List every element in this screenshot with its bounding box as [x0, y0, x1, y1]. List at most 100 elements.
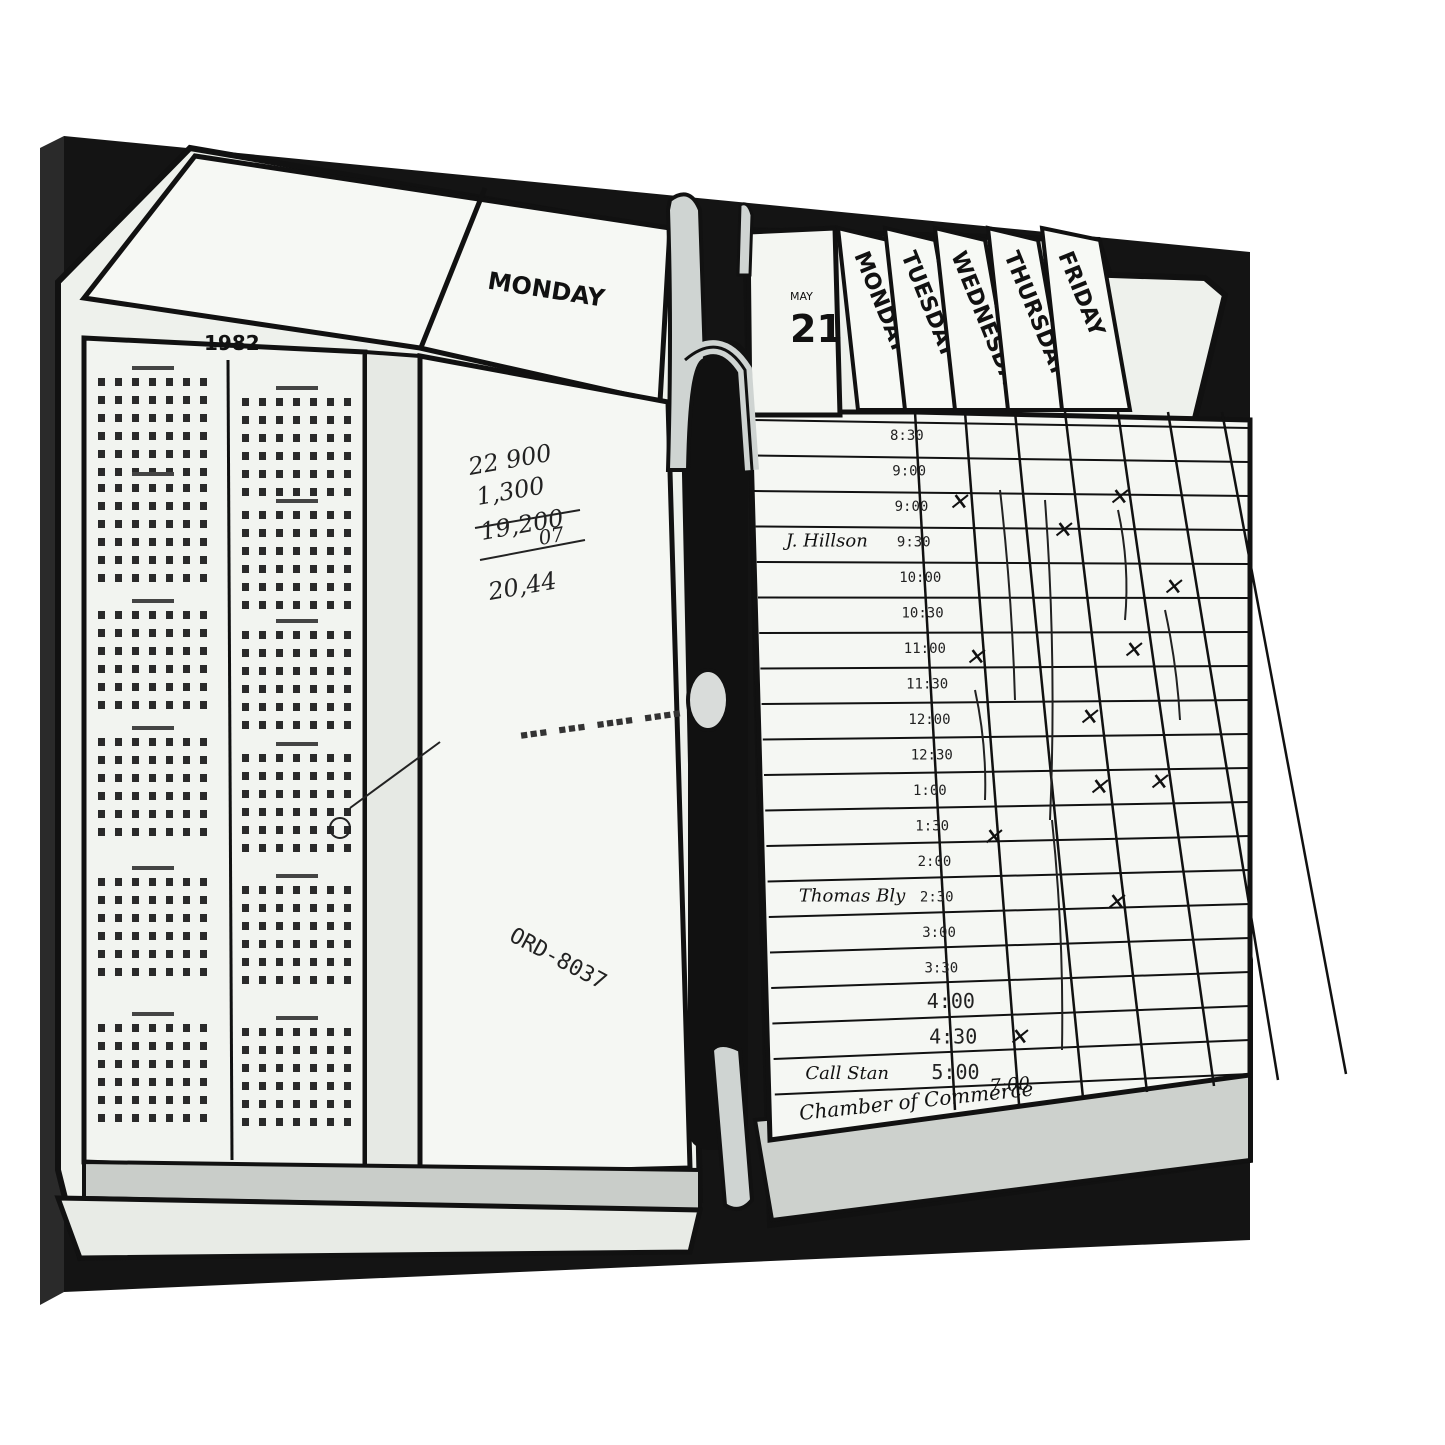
day-mark: [149, 396, 156, 404]
day-mark: [293, 470, 300, 478]
day-mark: [149, 1042, 156, 1050]
day-mark: [98, 774, 105, 782]
day-mark: [276, 703, 283, 711]
time-label: 8:30: [890, 428, 924, 444]
day-mark: [293, 754, 300, 762]
day-mark: [242, 488, 249, 496]
day-mark: [327, 583, 334, 591]
day-mark: [344, 631, 351, 639]
month-name-mark: [132, 1012, 174, 1016]
day-mark: [344, 488, 351, 496]
day-mark: [132, 520, 139, 528]
day-mark: [98, 450, 105, 458]
day-mark: [166, 1042, 173, 1050]
appointment-entry: Call Stan: [805, 1063, 889, 1084]
day-mark: [344, 886, 351, 894]
day-mark: [259, 488, 266, 496]
day-mark: [166, 520, 173, 528]
appointment-entry: J. Hillson: [782, 531, 868, 552]
day-mark: [293, 1082, 300, 1090]
day-mark: [327, 667, 334, 675]
day-mark: [293, 1046, 300, 1054]
month-name-mark: [276, 1016, 318, 1020]
day-mark: [310, 685, 317, 693]
day-mark: [149, 968, 156, 976]
day-mark: [242, 976, 249, 984]
day-mark: [132, 968, 139, 976]
day-mark: [276, 790, 283, 798]
schedule-column-line: [1063, 411, 1149, 1093]
day-mark: [259, 808, 266, 816]
day-mark: [149, 810, 156, 818]
x-marks: ✕✕✕✕✕✕✕✕✕✕✕✕: [948, 483, 1183, 1051]
day-mark: [259, 790, 266, 798]
day-mark: [200, 647, 207, 655]
day-mark: [183, 756, 190, 764]
day-mark: [183, 683, 190, 691]
day-mark: [149, 520, 156, 528]
day-mark: [149, 1078, 156, 1086]
day-mark: [149, 1114, 156, 1122]
day-mark: [166, 810, 173, 818]
right-schedule-page: [747, 409, 1253, 1143]
day-mark: [242, 772, 249, 780]
day-mark: [344, 1028, 351, 1036]
day-mark: [115, 629, 122, 637]
day-mark: [98, 1096, 105, 1104]
day-mark: [327, 904, 334, 912]
day-mark: [149, 538, 156, 546]
day-mark: [132, 556, 139, 564]
day-mark: [115, 756, 122, 764]
day-mark: [166, 701, 173, 709]
day-mark: [132, 878, 139, 886]
day-mark: [166, 611, 173, 619]
day-mark: [310, 922, 317, 930]
day-mark: [293, 721, 300, 729]
day-mark: [259, 844, 266, 852]
schedule-row-line: [759, 631, 1251, 634]
day-mark: [310, 721, 317, 729]
day-mark: [98, 1078, 105, 1086]
day-mark: [344, 904, 351, 912]
day-mark: [344, 470, 351, 478]
day-mark: [293, 565, 300, 573]
day-mark: [166, 538, 173, 546]
day-mark: [344, 772, 351, 780]
day-mark: [310, 754, 317, 762]
day-mark: [327, 685, 334, 693]
binder-hole: [686, 668, 730, 732]
day-mark: [166, 950, 173, 958]
day-tab: [1039, 225, 1133, 412]
day-mark: [115, 932, 122, 940]
day-mark: [200, 432, 207, 440]
month-name-mark: [276, 499, 318, 503]
day-mark: [327, 922, 334, 930]
day-mark: [183, 396, 190, 404]
day-mark: [276, 685, 283, 693]
day-mark: [344, 601, 351, 609]
day-mark: [183, 878, 190, 886]
time-label: 9:00: [892, 464, 926, 480]
day-mark: [98, 538, 105, 546]
day-mark: [276, 1046, 283, 1054]
day-mark: [200, 738, 207, 746]
day-mark: [242, 416, 249, 424]
day-mark: [293, 452, 300, 460]
time-label: 5:00: [931, 1060, 979, 1084]
day-mark: [310, 940, 317, 948]
day-mark: [259, 601, 266, 609]
day-mark: [327, 754, 334, 762]
day-mark: [200, 414, 207, 422]
day-mark: [132, 432, 139, 440]
day-mark: [242, 826, 249, 834]
day-mark: [149, 414, 156, 422]
day-mark: [344, 808, 351, 816]
day-mark: [327, 958, 334, 966]
day-mark: [344, 434, 351, 442]
day-mark: [327, 1082, 334, 1090]
schedule-row-line: [766, 835, 1251, 847]
day-mark: [259, 565, 266, 573]
day-mark: [344, 1064, 351, 1072]
day-mark: [183, 1060, 190, 1068]
day-mark: [242, 511, 249, 519]
